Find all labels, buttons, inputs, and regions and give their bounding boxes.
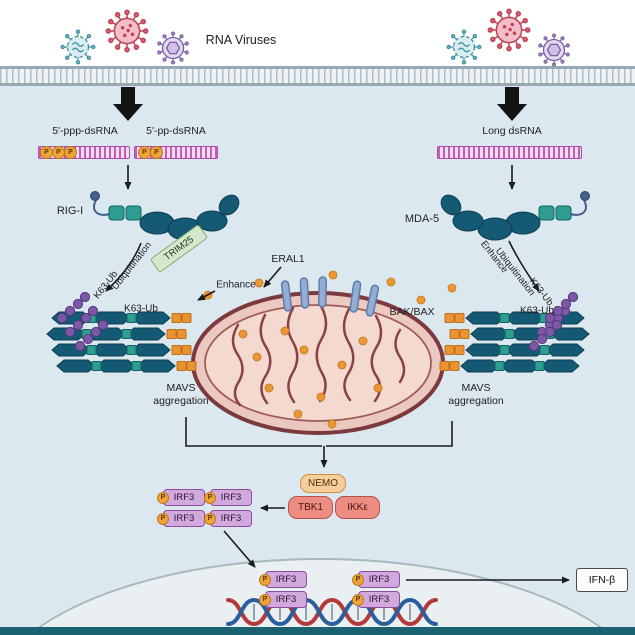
- pathway-arrows: [105, 165, 570, 584]
- eral1-dots: [203, 270, 457, 429]
- irf3-box-nuclear: P IRF3: [352, 571, 400, 588]
- bottom-membrane-bar: [0, 627, 635, 635]
- virus-entry-arrows: [113, 87, 527, 121]
- dna-helix: [226, 597, 438, 627]
- ikke-box: IKKε: [335, 496, 380, 519]
- rna-virus-red-icon: [488, 9, 529, 50]
- irf3-box: P IRF3: [204, 510, 252, 527]
- rig-i-label: RIG-I: [56, 205, 84, 217]
- rna-virus-teal-icon: [447, 30, 481, 64]
- enhance-label-left: Enhance: [216, 279, 256, 291]
- phosphate-icon: P: [40, 146, 53, 159]
- eral1-label: ERAL1: [271, 253, 305, 265]
- phosphate-icon: P: [157, 512, 169, 525]
- phosphate-icon: P: [157, 491, 169, 504]
- long-dsrna-label: Long dsRNA: [482, 125, 542, 137]
- k63-ub-label-right: K63-Ub: [520, 305, 554, 317]
- ppp-dsrna-label: 5'-ppp-dsRNA: [52, 125, 118, 137]
- tbk1-box: TBK1: [288, 496, 333, 519]
- mavs-filaments-left: [46, 311, 197, 373]
- mda-5-protein: [436, 190, 591, 241]
- rna-viruses-label: RNA Viruses: [205, 33, 277, 47]
- rna-virus-teal-icon: [61, 30, 95, 64]
- phosphate-icon: P: [138, 146, 151, 159]
- pp-dsrna-label: 5'-pp-dsRNA: [146, 125, 206, 137]
- irf3-box: P IRF3: [157, 489, 205, 506]
- mavs-aggregation-label-right: MAVS aggregation: [448, 382, 504, 407]
- k63-ub-label-left: K63-Ub: [124, 303, 158, 315]
- cell-membrane: [0, 66, 635, 86]
- rna-virus-purple-icon: [538, 34, 569, 66]
- irf3-box-nuclear: P IRF3: [259, 571, 307, 588]
- mda-5-label: MDA-5: [404, 213, 440, 225]
- phosphate-icon: P: [64, 146, 77, 159]
- phosphate-icon: P: [150, 146, 163, 159]
- long-dsrna-strand: [437, 146, 582, 159]
- phosphate-icon: P: [259, 573, 271, 586]
- bak-bax-label: BAK/BAX: [389, 306, 435, 318]
- phosphate-icon: P: [352, 593, 364, 606]
- mitochondrion: [191, 276, 445, 435]
- mavs-filaments-right: [439, 311, 590, 373]
- mavs-aggregation-label-left: MAVS aggregation: [153, 382, 209, 407]
- ifn-beta-box: IFN-β: [576, 568, 628, 592]
- rig-i-protein: [89, 190, 244, 241]
- mitochondrion-cristae: [231, 304, 406, 407]
- nemo-box: NEMO: [300, 474, 346, 493]
- phosphate-icon: P: [204, 512, 216, 525]
- phosphate-icon: P: [259, 593, 271, 606]
- phosphate-icon: P: [204, 491, 216, 504]
- irf3-box: P IRF3: [157, 510, 205, 527]
- rna-virus-red-icon: [106, 10, 147, 51]
- bak-bax-channels: [280, 276, 380, 317]
- rna-virus-purple-icon: [157, 32, 188, 64]
- irf3-box-nuclear: P IRF3: [259, 591, 307, 608]
- irf3-box-nuclear: P IRF3: [352, 591, 400, 608]
- phosphate-icon: P: [352, 573, 364, 586]
- irf3-box: P IRF3: [204, 489, 252, 506]
